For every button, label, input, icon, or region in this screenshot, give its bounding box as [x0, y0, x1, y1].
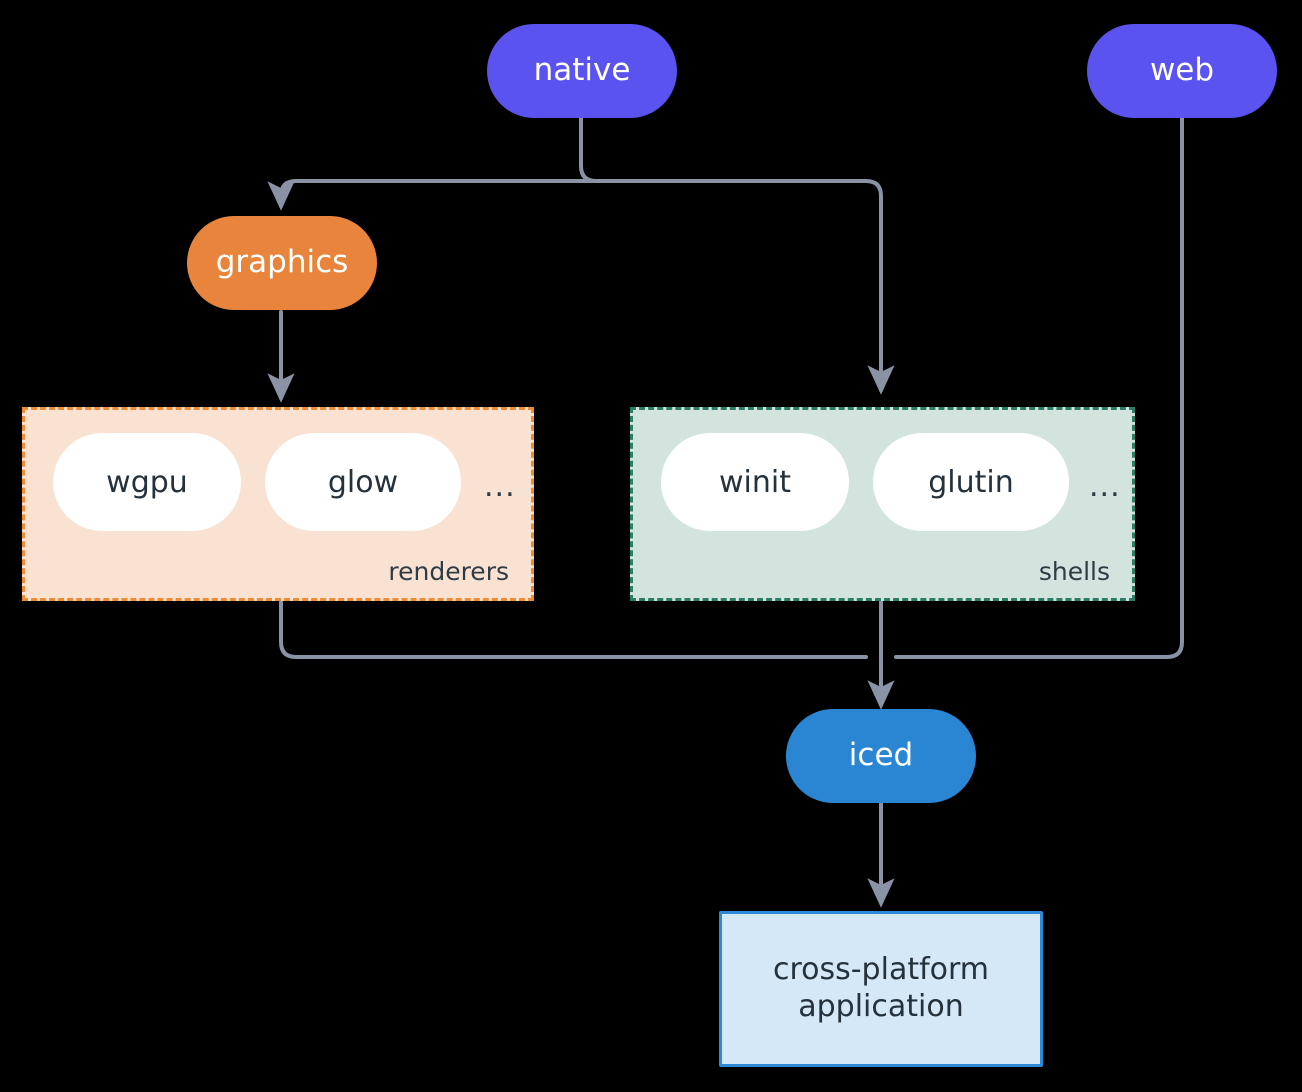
chip-glow-label: glow	[327, 464, 399, 500]
node-web[interactable]: web	[1087, 24, 1277, 118]
node-graphics-label: graphics	[215, 244, 349, 281]
cluster-shells-label: shells	[1038, 557, 1110, 586]
application-label-line2: application	[798, 989, 964, 1024]
cluster-shells: winit glutin ... shells	[630, 407, 1135, 601]
chip-glutin-label: glutin	[928, 464, 1014, 500]
edge-native-graphics	[267, 178, 583, 211]
edge-renderers-iced	[279, 600, 868, 659]
chip-winit[interactable]: winit	[661, 433, 849, 531]
node-iced[interactable]: iced	[786, 709, 976, 803]
node-cross-platform-application[interactable]: cross-platform application	[719, 911, 1043, 1067]
edge-native-shells	[579, 179, 895, 395]
chip-glutin[interactable]: glutin	[873, 433, 1069, 531]
cluster-renderers-label: renderers	[388, 557, 509, 586]
chip-winit-label: winit	[719, 464, 791, 500]
node-graphics[interactable]: graphics	[187, 216, 377, 310]
chip-wgpu[interactable]: wgpu	[53, 433, 241, 531]
node-web-label: web	[1149, 52, 1215, 89]
node-native-label: native	[533, 52, 631, 89]
node-iced-label: iced	[848, 737, 914, 774]
edge-native-bus	[579, 113, 598, 183]
node-native[interactable]: native	[487, 24, 677, 118]
application-label-line1: cross-platform	[772, 952, 990, 988]
shells-more-ellipsis: ...	[1089, 469, 1121, 504]
chip-wgpu-label: wgpu	[106, 464, 188, 500]
cluster-renderers: wgpu glow ... renderers	[22, 407, 534, 601]
chip-glow[interactable]: glow	[265, 433, 461, 531]
renderers-more-ellipsis: ...	[484, 469, 516, 504]
